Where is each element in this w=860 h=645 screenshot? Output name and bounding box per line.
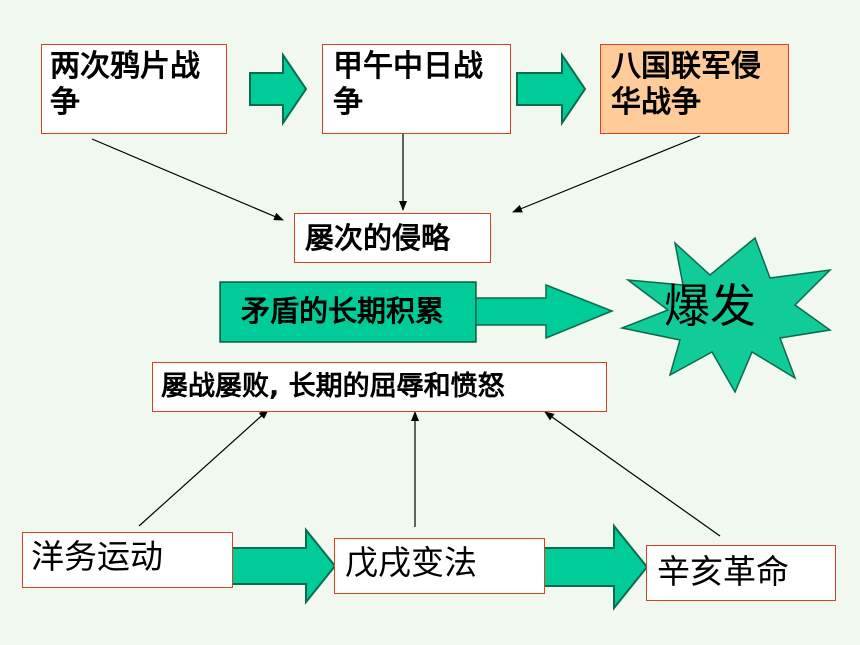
node-long-accumulation: 矛盾的长期积累	[220, 282, 476, 342]
arrow-eightnation-to-invasion	[512, 135, 701, 213]
node-xinhai-revolution: 辛亥革命	[646, 545, 836, 601]
outbreak-burst	[619, 236, 833, 394]
arrow-revolution-to-humiliation	[544, 411, 721, 537]
node-self-strengthening: 洋务运动	[22, 532, 233, 588]
node-humiliation: 屡战屡败, 长期的屈辱和愤怒	[152, 362, 607, 412]
block-arrow-3	[227, 527, 337, 605]
block-arrow-accumulation	[475, 283, 615, 340]
block-arrow-2	[516, 51, 587, 127]
node-hundred-days-reform: 戊戌变法	[334, 538, 545, 594]
node-repeated-invasion: 屡次的侵略	[294, 213, 491, 263]
node-sino-japanese-war: 甲午中日战争	[322, 44, 511, 134]
block-arrow-1	[249, 51, 308, 127]
node-outbreak: 爆发	[664, 279, 756, 333]
node-opium-wars: 两次鸦片战争	[41, 44, 227, 134]
arrow-opium-to-invasion	[91, 138, 284, 221]
arrow-selfstrength-to-humiliation	[138, 409, 269, 527]
node-eight-nation-alliance: 八国联军侵华战争	[600, 44, 789, 134]
